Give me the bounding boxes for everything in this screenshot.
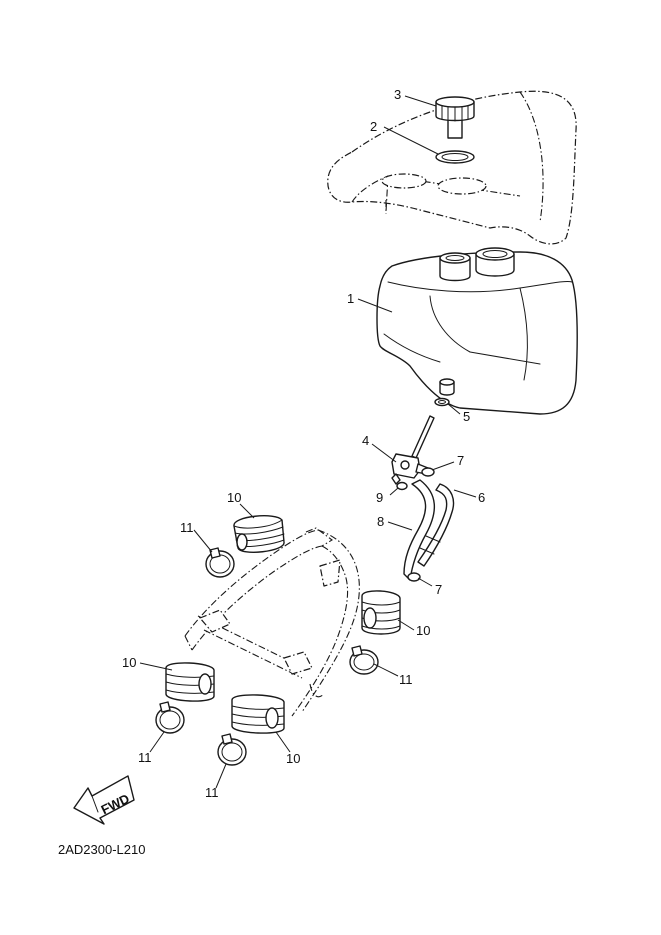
hose-clip-upper [421, 467, 435, 477]
diagram-code: 2AD2300-L210 [58, 842, 146, 857]
forward-direction-arrow: FWD [73, 775, 135, 825]
fuel-cock [391, 415, 435, 485]
damper-bushing-a [233, 515, 285, 553]
callout-11-b: 11 [399, 672, 413, 687]
callout-labels: 3 2 1 4 5 7 9 6 8 7 10 11 10 11 10 11 10… [122, 87, 485, 800]
callout-11-a: 11 [180, 520, 194, 535]
hose-clip-9 [396, 481, 408, 491]
leader-lines [139, 95, 477, 789]
damper-bushing-c [165, 662, 215, 702]
callout-6: 6 [478, 490, 485, 505]
o-ring-washer [434, 397, 450, 407]
fuel-hose [403, 479, 436, 581]
hose-clip-lower [407, 572, 421, 582]
callout-5: 5 [463, 409, 470, 424]
callout-7-lower: 7 [435, 582, 442, 597]
hose-clamp-b [349, 645, 379, 675]
fuel-tank [376, 247, 578, 415]
damper-bushing-b [361, 590, 401, 635]
callout-9: 9 [376, 490, 383, 505]
callout-1: 1 [347, 291, 354, 306]
hose-clamp-d [217, 733, 247, 766]
hose-clamp-a [205, 547, 235, 578]
vacuum-hose [417, 483, 455, 567]
callout-10-a: 10 [227, 490, 241, 505]
callout-3: 3 [394, 87, 401, 102]
callout-2: 2 [370, 119, 377, 134]
callout-7-upper: 7 [457, 453, 464, 468]
fuel-cap [435, 96, 475, 139]
fuel-cap-gasket [435, 150, 475, 164]
frame-outline [184, 527, 360, 717]
hose-clamp-c [155, 701, 185, 734]
callout-10-d: 10 [286, 751, 300, 766]
callout-10-c: 10 [122, 655, 136, 670]
callout-8: 8 [377, 514, 384, 529]
callout-10-b: 10 [416, 623, 430, 638]
callout-4: 4 [362, 433, 369, 448]
damper-bushing-d [231, 694, 285, 734]
callout-11-d: 11 [205, 785, 219, 800]
callout-11-c: 11 [138, 750, 152, 765]
